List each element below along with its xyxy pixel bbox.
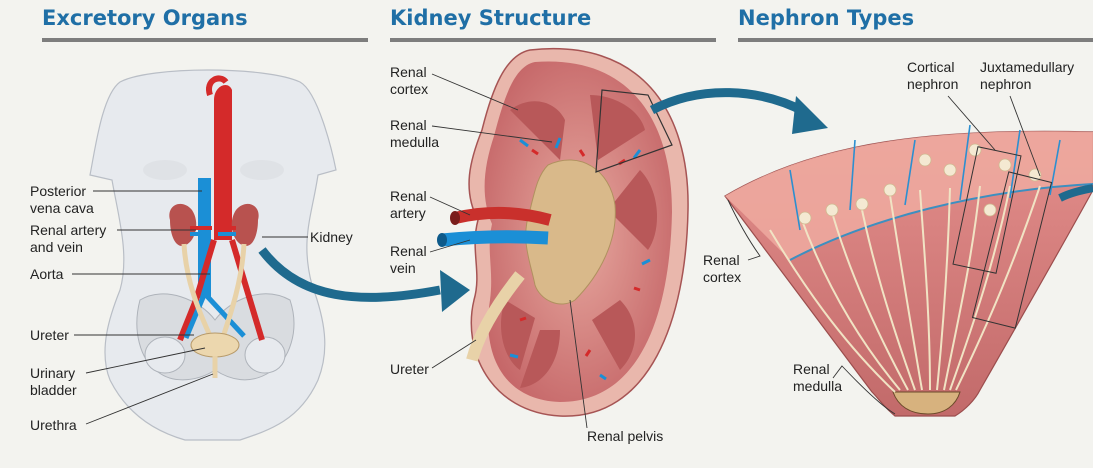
label-renal-pelvis: Renal pelvis [587, 428, 663, 445]
label-renal-medulla: Renal medulla [390, 117, 439, 151]
label-renal-artery-and-vein: Renal artery and vein [30, 222, 106, 256]
arrow-1-head [440, 270, 470, 312]
label-urinary-bladder: Urinary bladder [30, 365, 77, 399]
kidney-cross-section [437, 49, 688, 416]
label-renal-vein: Renal vein [390, 243, 427, 277]
label-cortical-nephron: Cortical nephron [907, 59, 958, 93]
label-renal-medulla-nephron: Renal medulla [793, 361, 842, 395]
body-silhouette [90, 70, 336, 440]
label-kidney: Kidney [310, 229, 353, 246]
label-urethra: Urethra [30, 417, 77, 434]
label-renal-cortex-nephron: Renal cortex [703, 252, 741, 286]
label-renal-cortex: Renal cortex [390, 64, 428, 98]
cut-off-caption-band [0, 456, 1093, 468]
arrow-2 [652, 93, 805, 112]
label-ureter: Ureter [30, 327, 69, 344]
label-juxtamedullary-nephron: Juxtamedullary nephron [980, 59, 1074, 93]
label-posterior-vena-cava: Posterior vena cava [30, 183, 94, 217]
arrow-2-head [792, 96, 828, 134]
nephron-fan [725, 125, 1093, 416]
label-ureter-kidney: Ureter [390, 361, 429, 378]
label-renal-artery: Renal artery [390, 188, 427, 222]
label-aorta: Aorta [30, 266, 63, 283]
